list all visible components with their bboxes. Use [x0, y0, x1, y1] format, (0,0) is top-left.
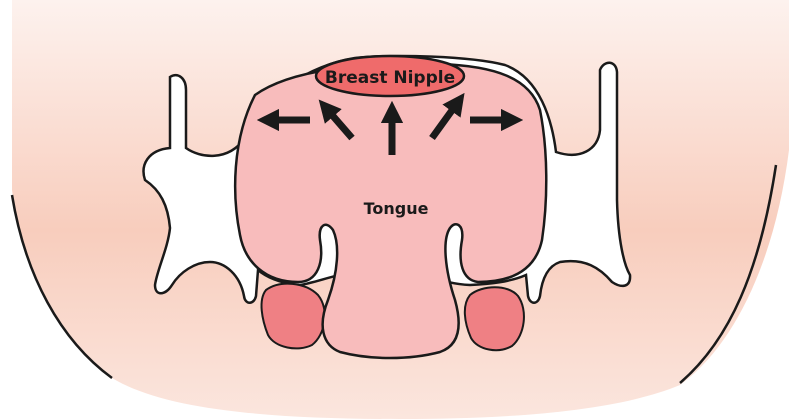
tongue-label: Tongue — [364, 199, 429, 218]
nipple-label: Breast Nipple — [325, 68, 455, 88]
left-gland — [262, 284, 325, 349]
right-gland — [465, 287, 524, 350]
